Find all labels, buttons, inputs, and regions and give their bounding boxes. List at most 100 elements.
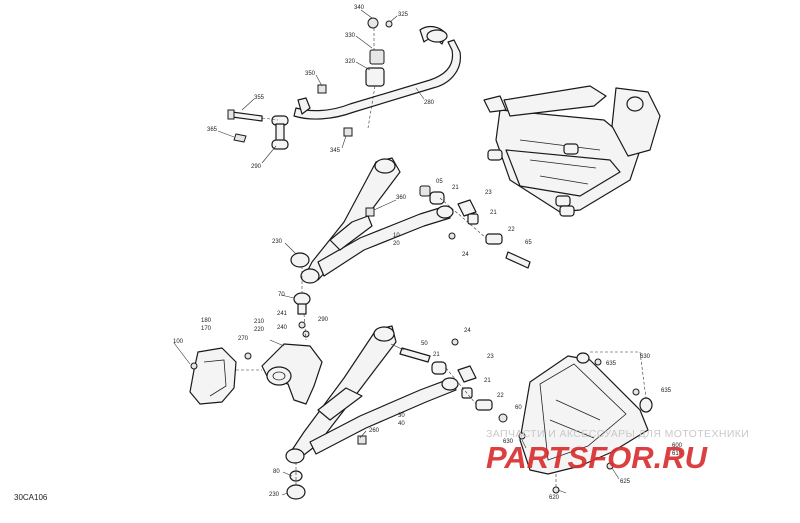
callout-23-b: 23: [487, 354, 494, 360]
overview-bushing-3: [559, 205, 575, 217]
callout-23-a: 23: [485, 190, 492, 196]
callout-635-a: 635: [606, 361, 617, 367]
callout-70: 70: [278, 292, 285, 298]
upper-a-arm: [290, 157, 531, 341]
overview-knuckle: [611, 87, 661, 157]
watermark-tagline: ЗАПЧАСТИ И АКСЕССУАРЫ ДЛЯ МОТОТЕХНИКИ: [486, 428, 749, 440]
nut-365: [233, 133, 247, 143]
callout-40: 40: [398, 421, 405, 427]
upper-a-arm-brace: [329, 215, 373, 251]
bushing-23a: [457, 199, 477, 217]
callout-260: 260: [369, 428, 380, 434]
ball-joint-70: [293, 292, 311, 306]
circlip-230b: [286, 484, 306, 500]
grommet-630a: [576, 352, 590, 364]
overview-upper-arm: [503, 85, 607, 117]
callout-80: 80: [273, 469, 280, 475]
callout-30: 30: [398, 413, 405, 419]
washer-325: [385, 20, 393, 28]
bolt-270: [244, 352, 252, 360]
screw-635a: [594, 358, 602, 366]
sway-bar-bushing: [365, 67, 385, 87]
ball-joint-80: [289, 470, 303, 482]
callout-24-a: 24: [462, 252, 469, 258]
callout-20: 20: [393, 241, 400, 247]
callout-220: 220: [254, 327, 265, 333]
callout-325: 325: [398, 12, 409, 18]
callout-230-a: 230: [272, 239, 283, 245]
nut-241: [298, 321, 306, 329]
screw-100: [190, 362, 198, 370]
knuckle-hub-bore: [266, 366, 292, 386]
sway-link-bottom: [271, 139, 289, 150]
lower-ball-joint-mount: [285, 448, 305, 464]
callout-24-b: 24: [464, 328, 471, 334]
figure-code: 30CA106: [14, 493, 48, 502]
upper-rear-pivot: [436, 205, 454, 219]
callout-340: 340: [354, 5, 365, 11]
grommet-630b: [639, 397, 653, 413]
upper-ball-joint-mount: [300, 268, 320, 284]
callout-635-b: 635: [661, 388, 672, 394]
grease-24b: [451, 338, 459, 346]
bushing-05: [419, 185, 431, 197]
lower-a-arm-brace: [317, 387, 363, 421]
nut-260: [357, 435, 367, 445]
nut-60: [498, 413, 508, 423]
callout-210: 210: [254, 319, 265, 325]
sway-bar-eye: [297, 97, 311, 115]
callout-330: 330: [345, 33, 356, 39]
nut-340: [367, 17, 379, 29]
sleeve-22a: [485, 233, 503, 245]
bolt-65: [505, 251, 531, 269]
bushing-360: [365, 207, 375, 217]
callout-350: 350: [305, 71, 316, 77]
bushing-21b: [467, 213, 479, 225]
screw-625: [606, 462, 614, 470]
callout-610: 610: [672, 451, 683, 457]
bushing-21a: [429, 191, 445, 205]
callout-240: 240: [277, 325, 288, 331]
callout-21-d: 21: [484, 378, 491, 384]
callout-05: 05: [436, 179, 443, 185]
callout-170: 170: [201, 326, 212, 332]
brake-shield: [189, 347, 237, 405]
callout-241: 241: [277, 311, 288, 317]
callout-345: 345: [330, 148, 341, 154]
overview-bushing-1: [487, 149, 503, 161]
bolt-50: [399, 347, 431, 363]
callout-625: 625: [620, 479, 631, 485]
screw-600: [518, 432, 526, 440]
callout-22-a: 22: [508, 227, 515, 233]
screw-635b: [632, 388, 640, 396]
callout-65: 65: [525, 240, 532, 246]
bolt-head-355: [227, 109, 235, 120]
watermark-logo: PARTSFOR.RU: [486, 440, 709, 475]
callout-230-b: 230: [269, 492, 280, 498]
upper-front-pivot: [374, 158, 396, 174]
sleeve-22b: [475, 399, 493, 411]
bushing-clamp: [369, 49, 385, 65]
callout-290: 290: [251, 164, 262, 170]
callout-600: 600: [672, 443, 683, 449]
lower-a-arm-rear-tube: [309, 377, 457, 455]
sway-bar-assembly: [227, 17, 461, 150]
callout-180: 180: [201, 318, 212, 324]
callout-100: 100: [173, 339, 184, 345]
callout-21-c: 21: [433, 352, 440, 358]
lower-a-arm: [285, 325, 508, 500]
nut-345: [343, 127, 353, 137]
overview-assembly: [483, 85, 661, 217]
watermark: ЗАПЧАСТИ И АКСЕССУАРЫ ДЛЯ МОТОТЕХНИКИ PA…: [486, 428, 749, 475]
bolt-355: [231, 111, 263, 122]
callout-10: 10: [393, 233, 400, 239]
upper-a-arm-rear-tube: [317, 205, 451, 277]
callout-355: 355: [254, 95, 265, 101]
lower-front-pivot: [373, 326, 395, 342]
washer-240: [302, 330, 310, 338]
overview-bushing-4: [563, 143, 579, 155]
leader-lines: [173, 9, 620, 496]
overview-bushing-2: [555, 195, 571, 207]
sway-bar-bracket: [426, 29, 448, 43]
